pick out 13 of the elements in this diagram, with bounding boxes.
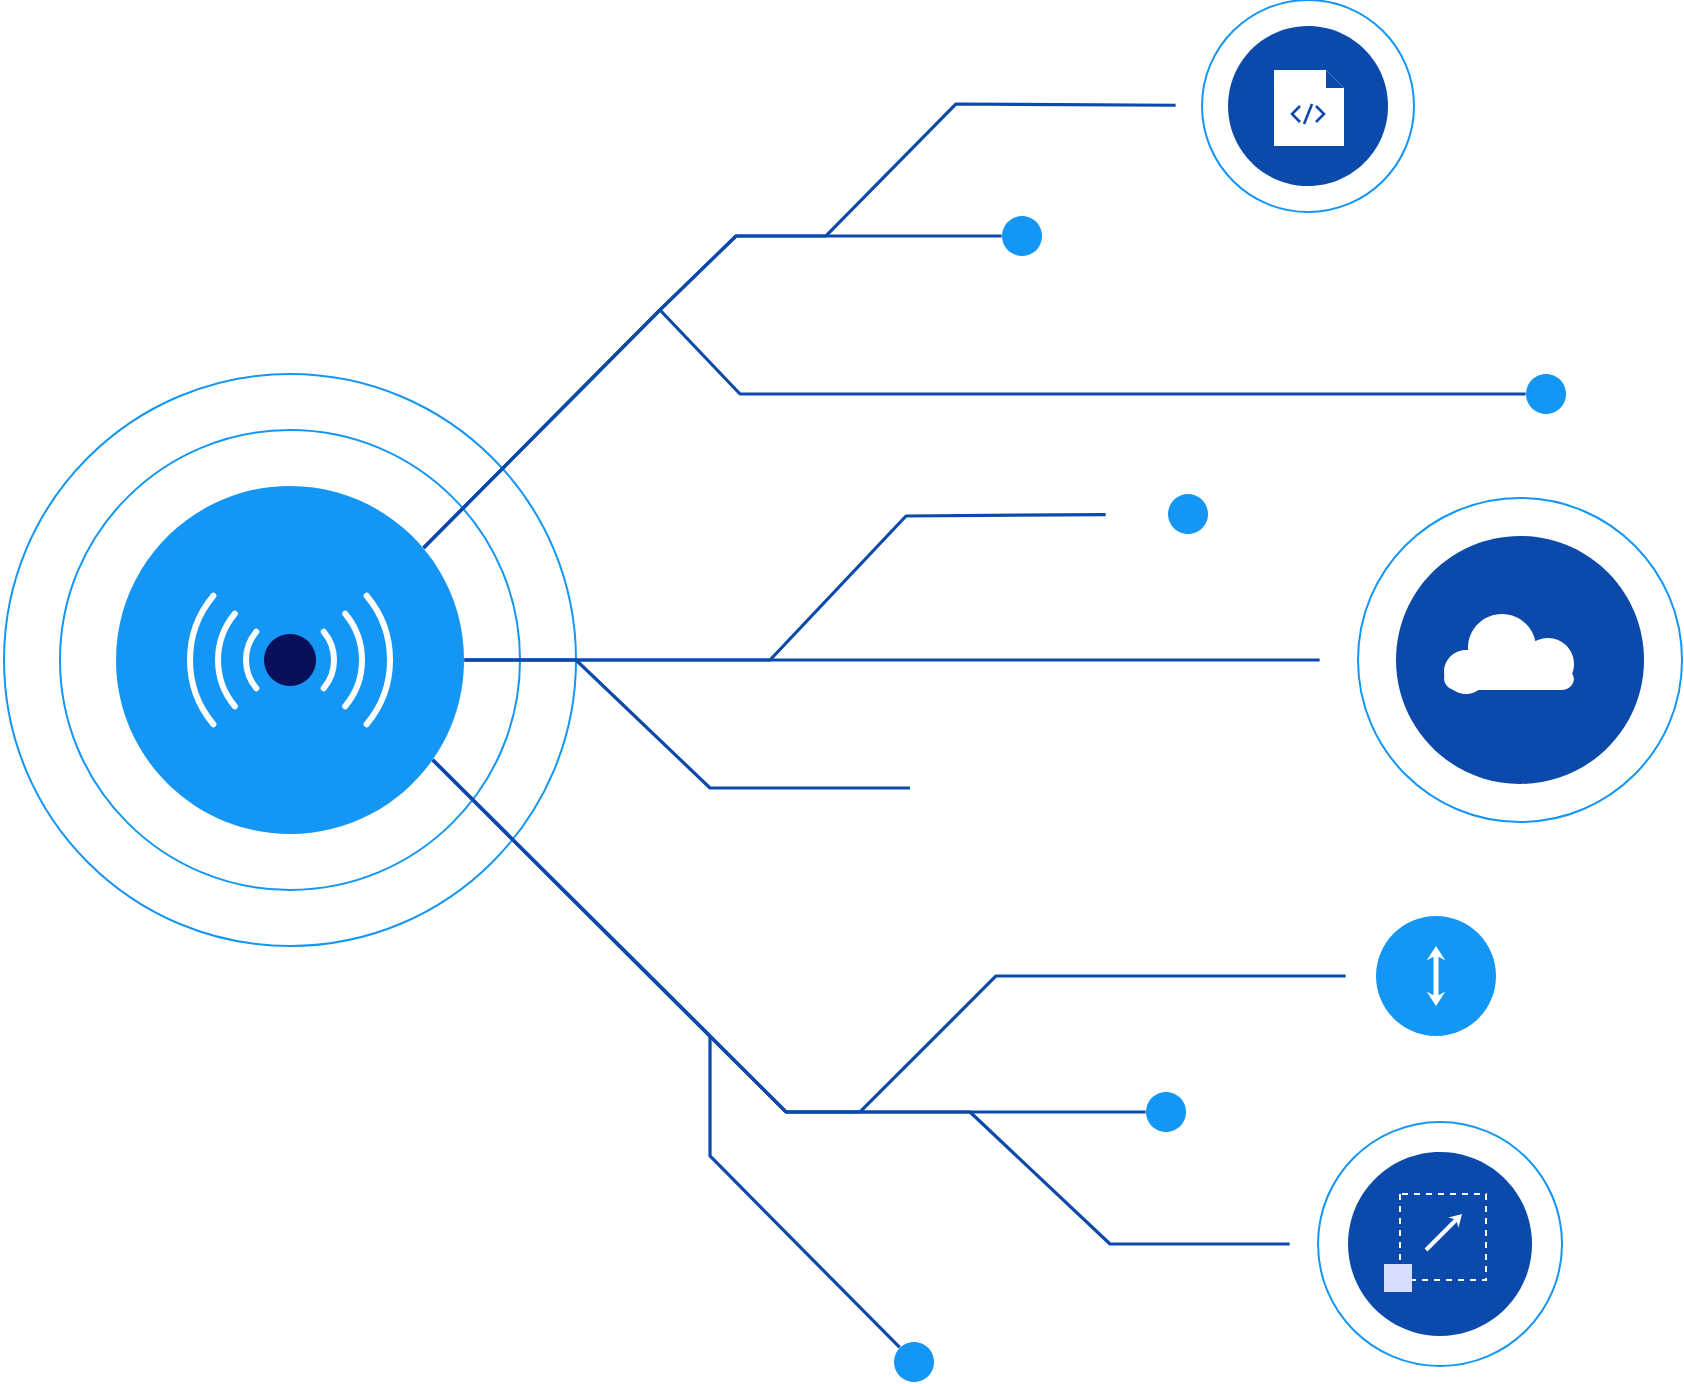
code-file-icon [1201,0,1415,213]
cloud-icon [1357,497,1683,823]
connector-line [464,658,910,790]
resize-icon [1317,1121,1563,1367]
vertical-arrows-icon [1376,916,1496,1036]
endpoint-dot [894,1342,934,1382]
endpoint-dot [1168,494,1208,534]
endpoint-dot [1526,374,1566,414]
connector-line [431,758,901,1349]
endpoint-dot [1002,216,1042,256]
signal-hub-icon [3,373,577,947]
endpoint-dot [1146,1092,1186,1132]
connector-line [422,308,1526,549]
